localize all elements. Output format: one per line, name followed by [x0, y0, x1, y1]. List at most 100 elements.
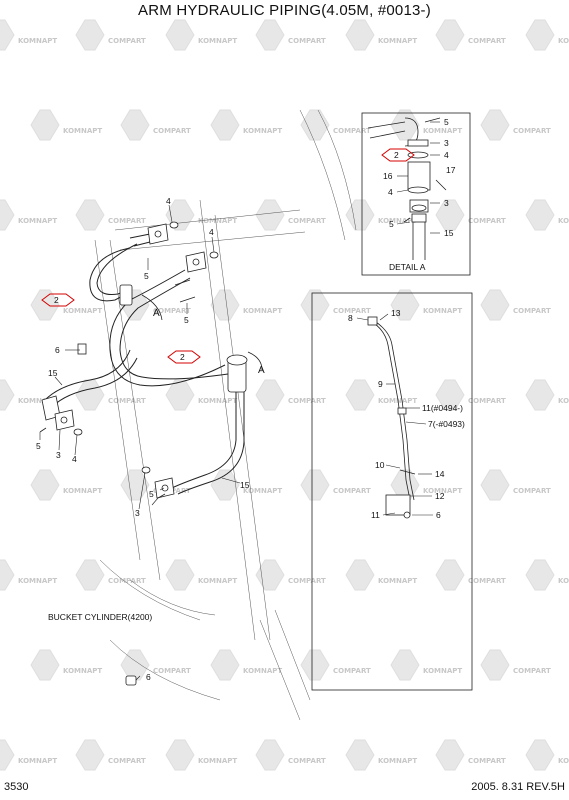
watermark-tile: COMPART — [435, 559, 506, 591]
watermark-brand: KOMNAPT — [18, 397, 57, 405]
watermark-tile: KOMNAPT — [390, 109, 462, 141]
callout: 2 — [54, 295, 59, 305]
callout: 7(-#0493) — [428, 419, 465, 429]
watermark-tile: COMPART — [255, 559, 326, 591]
watermark-tile: COMPART — [300, 109, 371, 141]
watermark-brand: KOMNAPT — [558, 37, 569, 45]
callout: 16 — [383, 171, 393, 181]
watermark-brand: KOMNAPT — [378, 397, 417, 405]
watermark-tile: COMPART — [75, 559, 146, 591]
callout: 15 — [240, 480, 250, 490]
callout: 12 — [435, 491, 445, 501]
watermark-logo-icon — [30, 469, 60, 501]
callout: 5 — [144, 271, 149, 281]
watermark-logo-icon — [255, 559, 285, 591]
watermark-logo-icon — [525, 19, 555, 51]
watermark-logo-icon — [525, 199, 555, 231]
callout: 11 — [371, 510, 380, 520]
watermark-brand: KOMNAPT — [198, 37, 237, 45]
watermark-tile: COMPART — [480, 109, 551, 141]
watermark-tile: COMPART — [300, 469, 371, 501]
watermark-tile: KOMNAPT — [345, 559, 417, 591]
watermark-brand: COMPART — [153, 127, 191, 135]
callout: 13 — [391, 308, 401, 318]
hose-mid-loop — [109, 269, 229, 387]
watermark-logo-icon — [345, 379, 375, 411]
view-mark: A — [258, 365, 265, 376]
watermark-tile: COMPART — [435, 199, 506, 231]
hose-15-left — [44, 349, 138, 408]
watermark-tile: KOMNAPT — [0, 379, 57, 411]
watermark-logo-icon — [30, 289, 60, 321]
watermark-logo-icon — [165, 739, 195, 771]
page-title: ARM HYDRAULIC PIPING(4.05M, #0013-) — [138, 2, 431, 19]
detail-a-parts — [367, 117, 447, 260]
callout: 15 — [48, 368, 58, 378]
watermark-brand: COMPART — [513, 127, 551, 135]
watermark-brand: COMPART — [288, 757, 326, 765]
watermark-logo-icon — [480, 109, 510, 141]
watermark-brand: COMPART — [153, 307, 191, 315]
watermark-tile: COMPART — [480, 649, 551, 681]
watermark-tile: KOMNAPT — [345, 739, 417, 771]
watermark-brand: KOMNAPT — [558, 397, 569, 405]
watermark-tile: KOMNAPT — [525, 19, 569, 51]
watermark-logo-icon — [0, 199, 15, 231]
watermark-brand: COMPART — [333, 667, 371, 675]
watermark-logo-icon — [30, 109, 60, 141]
watermark-brand: COMPART — [108, 577, 146, 585]
watermark-tile: KOMNAPT — [345, 19, 417, 51]
view-mark: A — [153, 308, 160, 319]
watermark-tile: KOMNAPT — [525, 379, 569, 411]
watermark-logo-icon — [480, 289, 510, 321]
watermark-brand: KOMNAPT — [63, 307, 102, 315]
bucket-cylinder-label: BUCKET CYLINDER(4200) — [48, 612, 152, 622]
watermark-brand: KOMNAPT — [18, 37, 57, 45]
watermark-brand: KOMNAPT — [63, 487, 102, 495]
watermark-logo-icon — [435, 559, 465, 591]
watermark-brand: COMPART — [513, 487, 551, 495]
hex-highlights — [41, 148, 415, 364]
watermark-logo-icon — [255, 19, 285, 51]
watermark-brand: COMPART — [108, 217, 146, 225]
watermark-tile: KOMNAPT — [210, 469, 282, 501]
callout: 15 — [444, 228, 454, 238]
callout: 5 — [149, 489, 154, 499]
watermark-tile: COMPART — [300, 289, 371, 321]
watermark-tile: KOMNAPT — [210, 289, 282, 321]
watermark-brand: COMPART — [468, 217, 506, 225]
callout: 5 — [389, 219, 394, 229]
watermark-tile: KOMNAPT — [390, 289, 462, 321]
arm-outline — [94, 109, 357, 721]
callout: 4 — [388, 187, 393, 197]
watermark-tile: KOMNAPT — [345, 379, 417, 411]
watermark-brand: COMPART — [468, 577, 506, 585]
watermark-logo-icon — [435, 739, 465, 771]
watermark-brand: KOMNAPT — [378, 217, 417, 225]
hose-15-right — [171, 390, 245, 495]
watermark-logo-icon — [435, 199, 465, 231]
watermark-logo-icon — [390, 649, 420, 681]
watermark-tile: KOMNAPT — [165, 379, 237, 411]
callout: 11(#0494-) — [422, 403, 463, 413]
callout: 2 — [180, 352, 185, 362]
callout: 4 — [444, 150, 449, 160]
callout: 8 — [348, 313, 353, 323]
watermark-logo-icon — [525, 379, 555, 411]
watermark-tile: KOMNAPT — [0, 199, 57, 231]
watermark-brand: COMPART — [333, 307, 371, 315]
watermark-brand: COMPART — [288, 217, 326, 225]
watermark-logo-icon — [210, 109, 240, 141]
watermark-tile: KOMNAPT — [165, 559, 237, 591]
watermark-tile: KOMNAPT — [165, 739, 237, 771]
watermark-tile: KOMNAPT — [210, 109, 282, 141]
watermark-logo-icon — [210, 289, 240, 321]
callout: 2 — [394, 150, 399, 160]
watermark-logo-icon — [255, 739, 285, 771]
callout: 4 — [72, 454, 77, 464]
watermark-logo-icon — [345, 739, 375, 771]
pilot-line-frame — [311, 292, 473, 691]
watermark-brand: KOMNAPT — [63, 667, 102, 675]
watermark-tile: COMPART — [255, 19, 326, 51]
